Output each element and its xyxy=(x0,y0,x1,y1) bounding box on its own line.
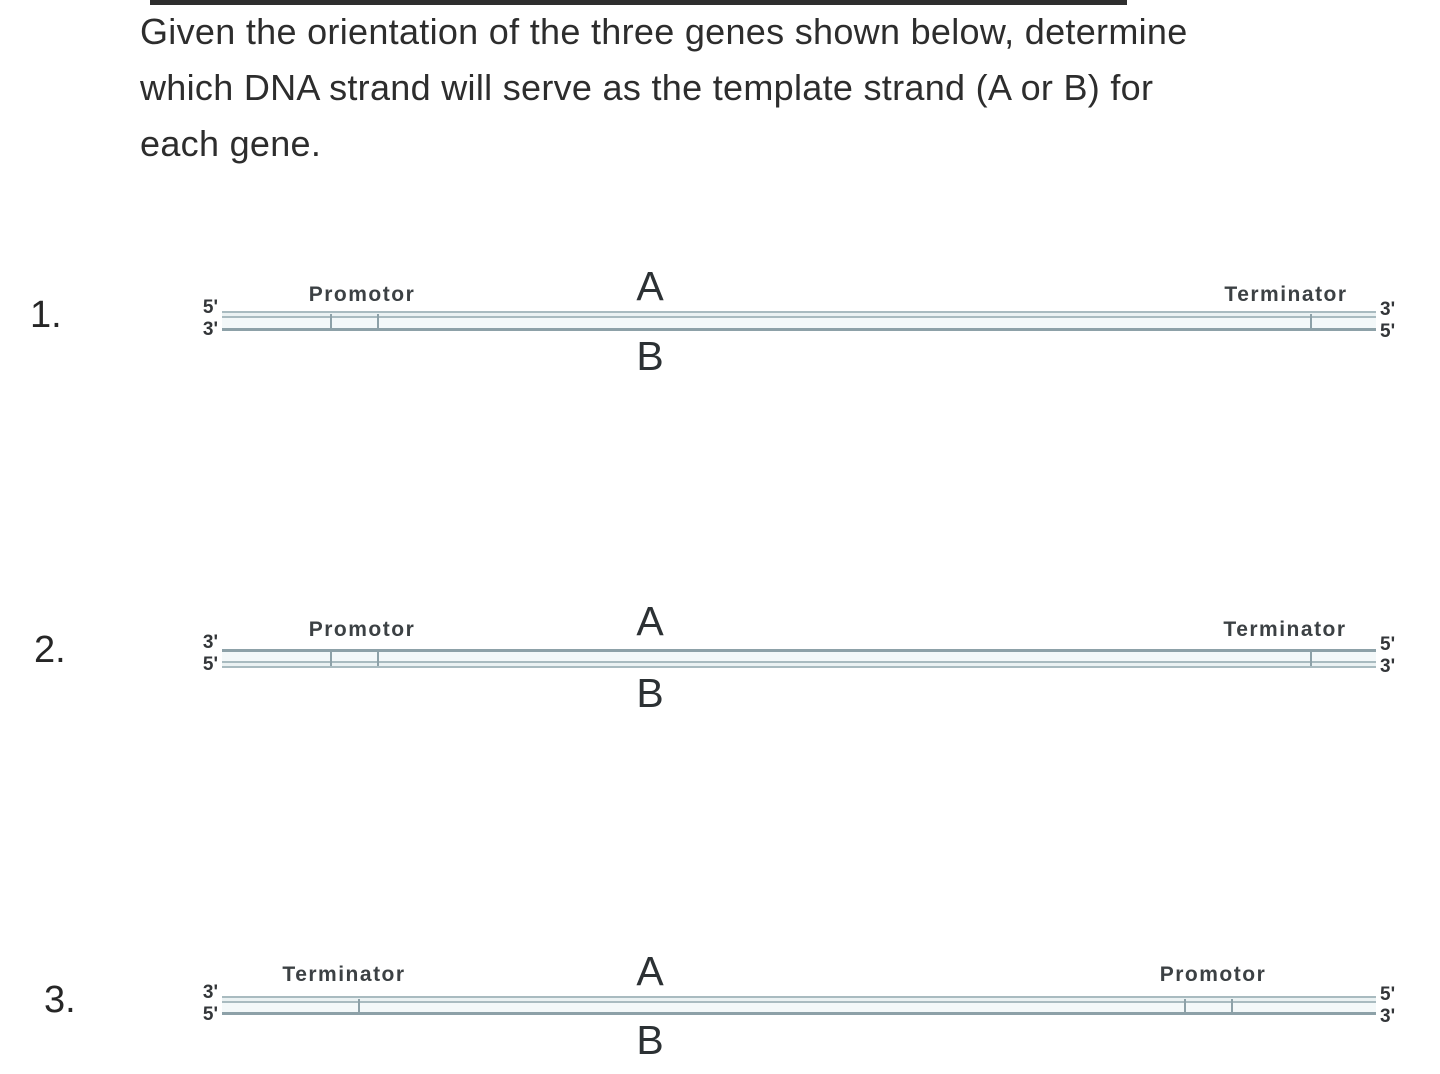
dna-strand-b xyxy=(222,328,1376,331)
strand-gap xyxy=(222,318,1376,328)
strand-gap xyxy=(222,652,1376,661)
right-bottom-prime-label: 3' xyxy=(1380,1006,1396,1027)
terminator-label: Terminator xyxy=(1223,618,1347,641)
right-top-prime-label: 5' xyxy=(1380,634,1396,655)
right-top-prime-label: 3' xyxy=(1380,299,1396,320)
dna-strand-a xyxy=(222,311,1376,318)
promoter-region-tick xyxy=(1184,999,1186,1014)
left-bottom-prime-label: 5' xyxy=(202,1004,218,1025)
promoter-label: Promotor xyxy=(308,618,416,641)
promoter-region-tick xyxy=(330,314,332,329)
terminator-region-tick xyxy=(1310,650,1312,666)
left-top-prime-label: 3' xyxy=(202,632,218,653)
promoter-label: Promotor xyxy=(1159,963,1267,986)
strand-a-label: A xyxy=(636,263,664,309)
promoter-label: Promotor xyxy=(308,283,416,306)
right-top-prime-label: 5' xyxy=(1380,984,1396,1005)
dna-strand-a xyxy=(222,649,1376,652)
left-bottom-prime-label: 5' xyxy=(202,654,218,675)
strand-gap xyxy=(222,1003,1376,1012)
left-top-prime-label: 5' xyxy=(202,297,218,318)
left-top-prime-label: 3' xyxy=(202,982,218,1003)
left-bottom-prime-label: 3' xyxy=(202,319,218,340)
item-number-2: 2. xyxy=(34,629,66,671)
question-line-3: each gene. xyxy=(140,123,322,164)
promoter-region-tick xyxy=(377,650,379,666)
promoter-region-tick xyxy=(1231,999,1233,1014)
question-text: Given the orientation of the three genes… xyxy=(140,4,1188,172)
dna-strand-b xyxy=(222,1012,1376,1015)
right-bottom-prime-label: 3' xyxy=(1380,656,1396,677)
dna-strand-b xyxy=(222,661,1376,668)
right-bottom-prime-label: 5' xyxy=(1380,321,1396,342)
strand-b-label: B xyxy=(636,1017,664,1063)
terminator-label: Terminator xyxy=(1224,283,1348,306)
strand-a-label: A xyxy=(636,948,664,994)
terminator-region-tick xyxy=(358,999,360,1014)
question-line-1: Given the orientation of the three genes… xyxy=(140,11,1188,52)
question-line-2: which DNA strand will serve as the templ… xyxy=(140,67,1154,108)
item-number-1: 1. xyxy=(30,294,62,336)
terminator-label: Terminator xyxy=(282,963,406,986)
strand-b-label: B xyxy=(636,670,664,716)
cropped-top-bar xyxy=(150,0,1127,5)
strand-a-label: A xyxy=(636,598,664,644)
strand-b-label: B xyxy=(636,333,664,379)
item-number-3: 3. xyxy=(44,979,76,1021)
promoter-region-tick xyxy=(330,650,332,666)
terminator-region-tick xyxy=(1310,314,1312,329)
promoter-region-tick xyxy=(377,314,379,329)
dna-strand-a xyxy=(222,996,1376,1003)
